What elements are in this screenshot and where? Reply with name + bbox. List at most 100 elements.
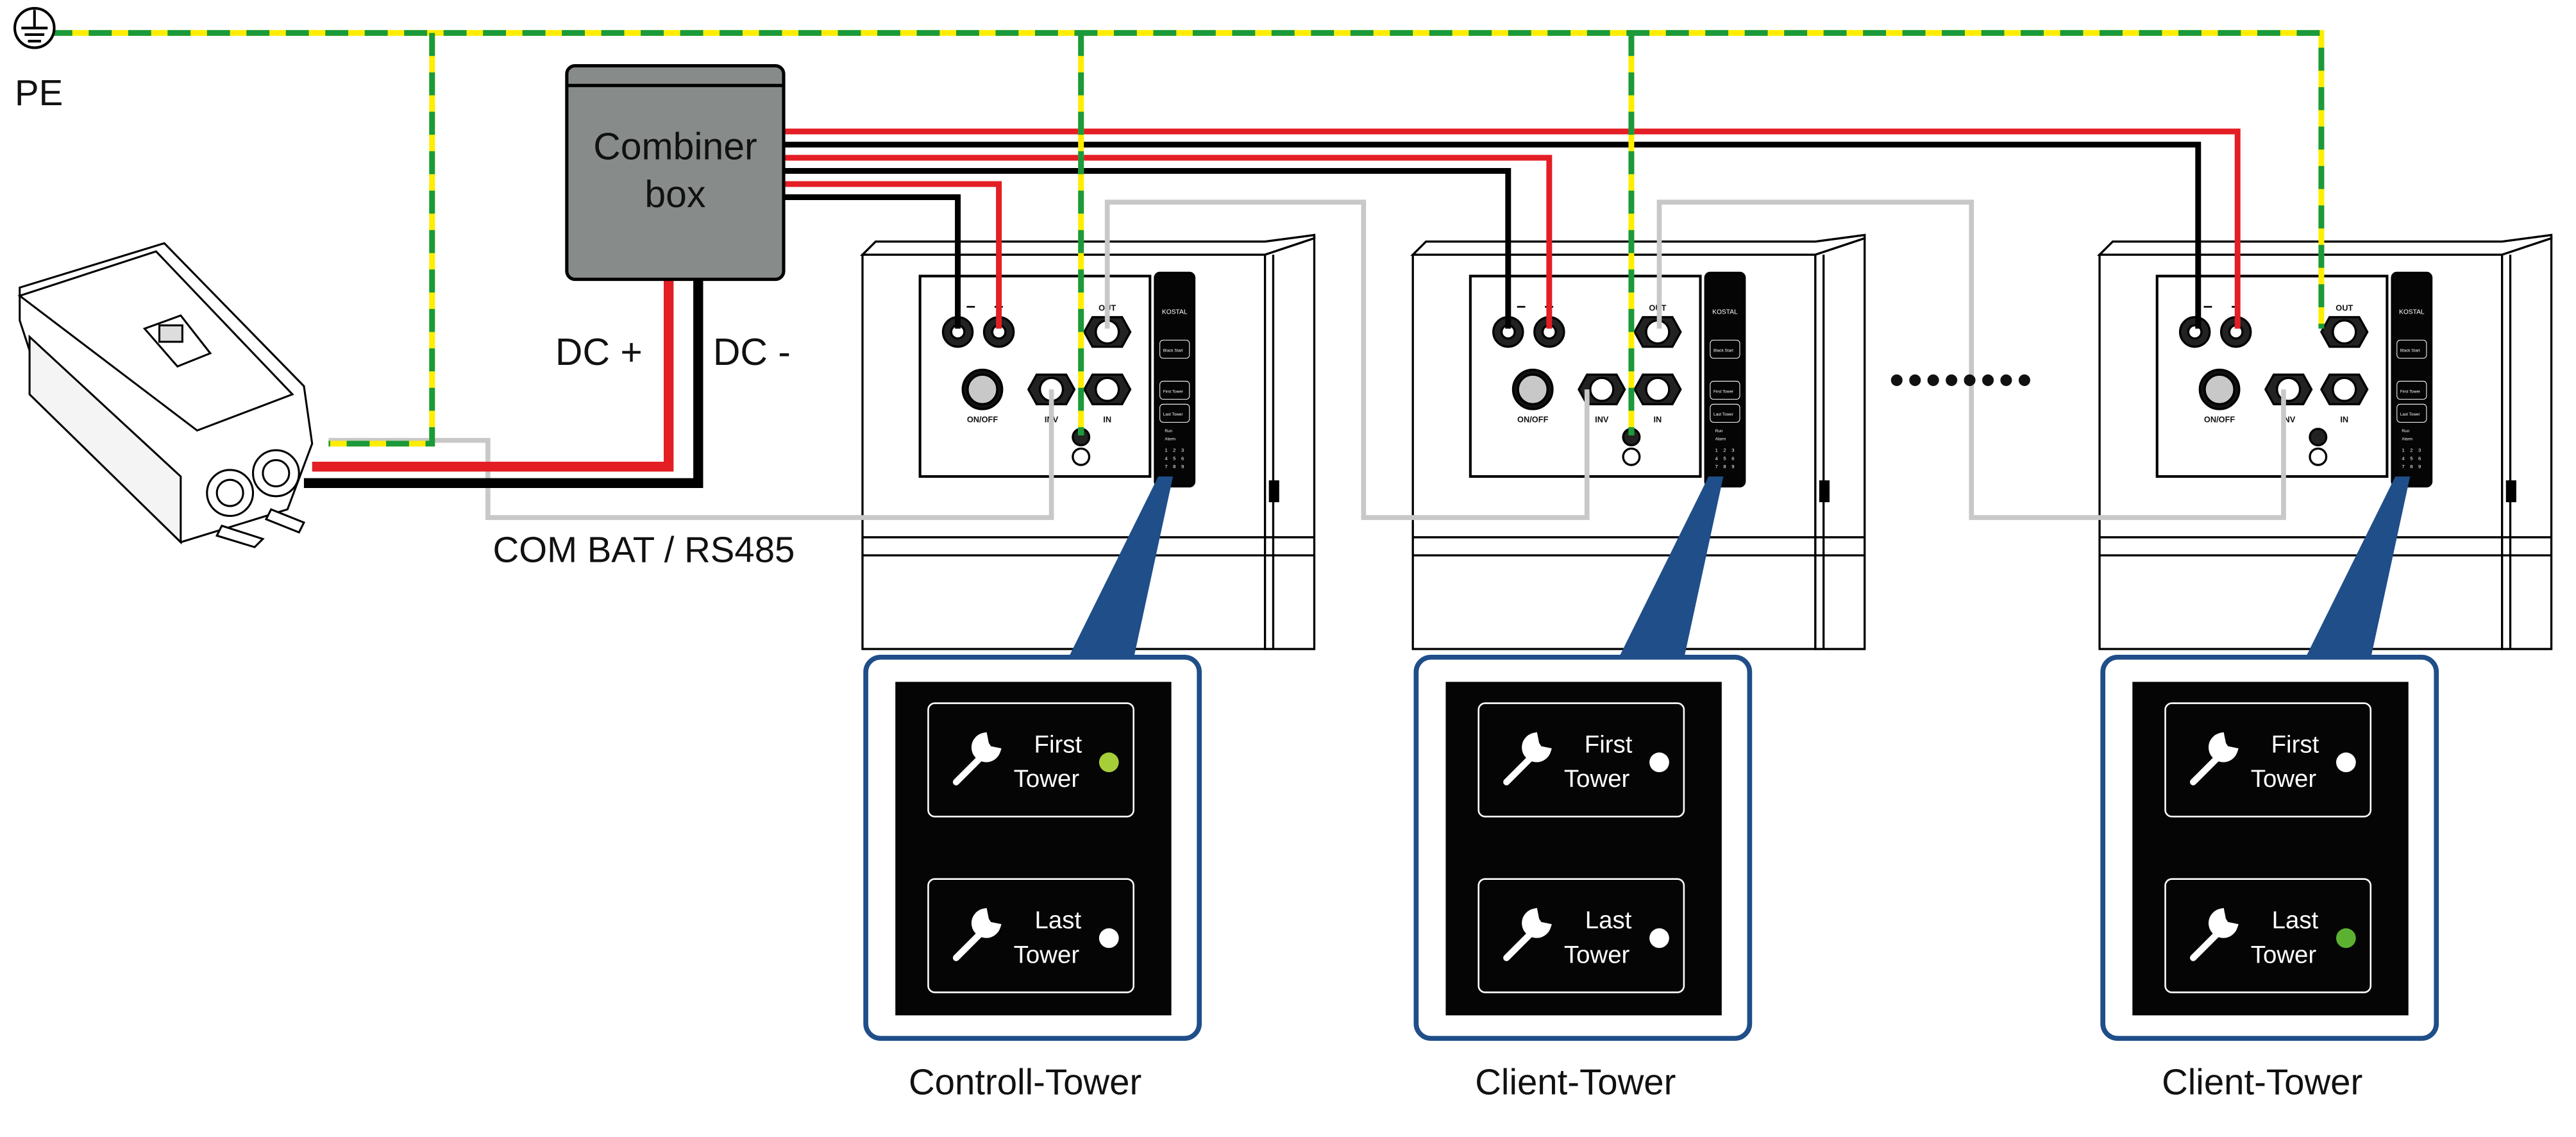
status-display-strip <box>1704 271 1746 488</box>
tower-handle <box>2505 480 2516 503</box>
keypad-key: 4 <box>1165 455 1168 461</box>
keypad-key: 3 <box>2418 448 2421 453</box>
on-off-button[interactable] <box>961 368 1004 410</box>
status-display-strip <box>1154 271 1196 488</box>
tower-name-label: Controll-Tower <box>909 1061 1141 1102</box>
black-start-button[interactable] <box>2396 339 2427 359</box>
keypad-key: 8 <box>2410 464 2412 469</box>
tower-handle <box>1268 480 1279 503</box>
status-led <box>1649 752 1669 773</box>
callout-button-label-line1: Last <box>2272 907 2319 934</box>
dc-cables <box>784 128 2241 329</box>
callout-button-label-line2: Tower <box>2251 765 2317 793</box>
first-tower-button[interactable] <box>1159 380 1190 400</box>
keypad-key: 4 <box>1715 455 1719 461</box>
wrench-icon <box>952 732 1002 786</box>
on-off-button[interactable] <box>1511 368 1554 410</box>
keypad-key: 8 <box>1723 464 1726 469</box>
run-label: Run <box>1715 429 1723 434</box>
onoff-label: ON/OFF <box>1517 414 1549 424</box>
callout-button-label-line1: Last <box>1585 907 1632 934</box>
callout-button-label-line1: First <box>1585 730 1633 758</box>
dc-plus-label: DC + <box>555 332 643 373</box>
alarm-label: Alarm <box>1165 437 1175 442</box>
keypad-key: 9 <box>2418 464 2421 469</box>
last-tower-button[interactable] <box>1159 403 1190 423</box>
brand-label: KOSTAL <box>1712 308 1738 316</box>
callout-button-label-line1: First <box>1034 730 1082 758</box>
out-label: OUT <box>2336 303 2353 312</box>
rj45-in-port-icon <box>1082 373 1132 405</box>
keypad-key: 7 <box>1715 464 1718 469</box>
battery-tower: − + OUT ON/OFF INV IN KOSTAL Black Start… <box>2097 233 2553 650</box>
black-start-label: Black Start <box>1713 348 1733 353</box>
keypad-key: 7 <box>1165 464 1167 469</box>
onoff-label: ON/OFF <box>2204 414 2235 424</box>
status-led <box>1099 752 1119 773</box>
brand-label: KOSTAL <box>1162 308 1188 316</box>
rj45-out-port-icon <box>1633 316 1682 348</box>
pe-ground-cable <box>49 29 2325 447</box>
last-tower-button[interactable] <box>1710 403 1740 423</box>
minus-label: − <box>966 298 975 316</box>
last-tower-button[interactable]: Last Tower <box>2164 878 2372 993</box>
callout-pointer <box>1618 476 1724 659</box>
rj45-out-port-icon <box>1082 316 1132 348</box>
tower-callout: First Tower Last Tower Client-Tower <box>1413 476 1753 1102</box>
first-tower-button[interactable]: First Tower <box>2164 702 2372 818</box>
dc-minus-label: DC - <box>713 332 791 373</box>
keypad-key: 6 <box>2418 455 2421 461</box>
callout-button-label-line1: First <box>2271 730 2319 758</box>
rj45-out-port-icon <box>2320 316 2369 348</box>
callout-button-label-line2: Tower <box>1564 765 1630 793</box>
wrench-icon <box>1503 907 1552 961</box>
battery-tower: − + OUT ON/OFF INV IN KOSTAL Black Start… <box>859 233 1316 650</box>
keypad-key: 6 <box>1181 455 1184 461</box>
tower-name-label: Client-Tower <box>2162 1061 2362 1102</box>
black-start-button[interactable] <box>1710 339 1740 359</box>
more-towers-ellipsis: •••••••• <box>1889 357 2035 404</box>
status-led <box>2336 928 2356 948</box>
status-led <box>1099 928 1119 948</box>
status-led <box>2336 752 2356 773</box>
black-start-button[interactable] <box>1159 339 1190 359</box>
keypad-key: 3 <box>1181 448 1184 453</box>
inverter <box>17 242 314 548</box>
on-off-button[interactable] <box>2198 368 2241 410</box>
run-label: Run <box>2402 429 2409 434</box>
dc-plus-connector-icon <box>1533 316 1565 348</box>
last-tower-button[interactable]: Last Tower <box>1477 878 1685 993</box>
wrench-icon <box>952 907 1002 961</box>
callout-button-label-line2: Tower <box>1014 941 1080 968</box>
last-tower-button[interactable]: Last Tower <box>927 878 1134 993</box>
black-start-label: Black Start <box>1163 348 1183 353</box>
rj45-inv-port-icon <box>2264 373 2313 405</box>
first-tower-button[interactable]: First Tower <box>927 702 1134 818</box>
ground-terminal-icon <box>1072 428 1091 466</box>
last-tower-label: Last Tower <box>1713 412 1734 417</box>
wrench-icon <box>2189 732 2239 786</box>
run-label: Run <box>1165 429 1172 434</box>
alarm-label: Alarm <box>1715 437 1726 442</box>
last-tower-label: Last Tower <box>1163 412 1184 417</box>
keypad-key: 7 <box>2402 464 2404 469</box>
first-tower-button[interactable] <box>2396 380 2427 400</box>
keypad-key: 1 <box>1165 448 1167 453</box>
minus-label: − <box>2203 298 2212 316</box>
keypad-key: 1 <box>2402 448 2404 453</box>
tower-name-label: Client-Tower <box>1475 1061 1676 1102</box>
keypad-key: 6 <box>1731 455 1734 461</box>
first-tower-button[interactable]: First Tower <box>1477 702 1685 818</box>
callout-pointer <box>1068 476 1174 659</box>
callout-button-label-line2: Tower <box>2251 941 2317 968</box>
callouts: First Tower Last Tower Controll-Tower Fi… <box>863 476 2439 1102</box>
keypad-key: 5 <box>2410 455 2412 461</box>
keypad-key: 9 <box>1181 464 1184 469</box>
rj45-in-port-icon <box>2320 373 2369 405</box>
last-tower-button[interactable] <box>2396 403 2427 423</box>
callout-button-label-line1: Last <box>1035 907 1082 934</box>
first-tower-button[interactable] <box>1710 380 1740 400</box>
dc-plus-connector-icon <box>982 316 1015 348</box>
dc-minus-connector-icon <box>2178 316 2211 348</box>
